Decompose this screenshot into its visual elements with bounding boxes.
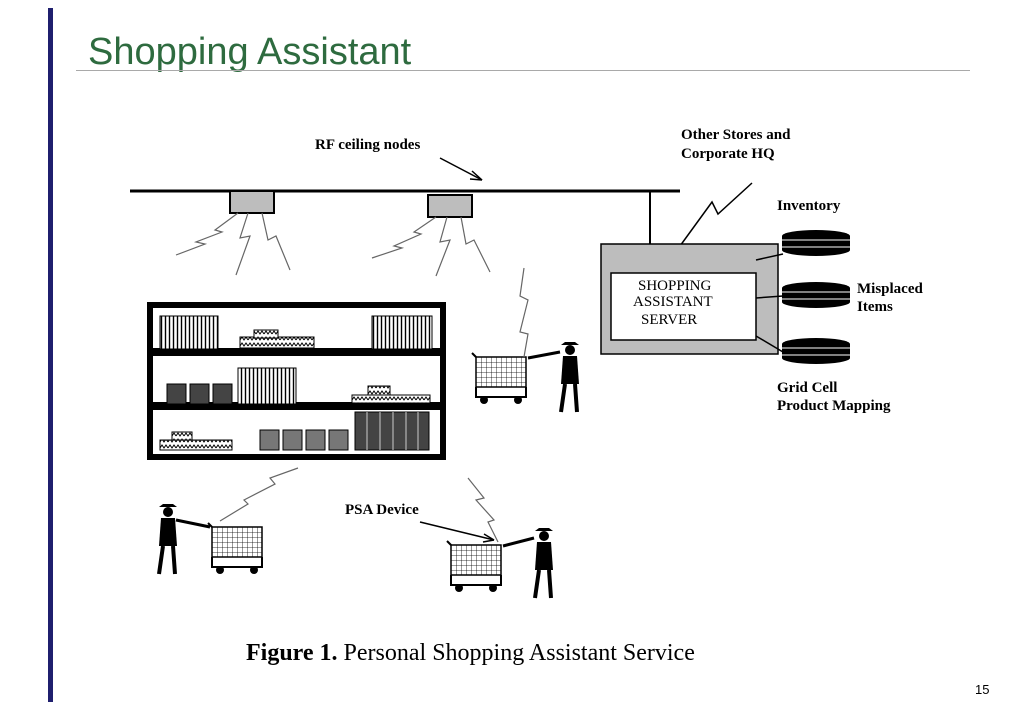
server-label-1: SHOPPING xyxy=(638,278,712,294)
label-inventory: Inventory xyxy=(777,198,841,214)
label-other-stores-1: Other Stores and xyxy=(681,127,791,143)
inventory-db-icon xyxy=(781,229,851,257)
db-link-grid xyxy=(755,335,784,353)
store-shelf xyxy=(147,302,446,460)
label-grid-cell-2: Product Mapping xyxy=(777,398,891,414)
label-misplaced-2: Items xyxy=(857,299,893,315)
rf-node-left xyxy=(175,190,291,276)
server-label-2: ASSISTANT xyxy=(633,294,713,310)
psa-pointer-arrow xyxy=(419,521,495,541)
label-rf-ceiling-nodes: RF ceiling nodes xyxy=(315,137,420,153)
page-number: 15 xyxy=(975,682,990,697)
left-accent-bar xyxy=(48,8,53,702)
db-link-inventory xyxy=(755,253,784,261)
page-title: Shopping Assistant xyxy=(88,31,412,73)
label-misplaced-1: Misplaced xyxy=(857,281,923,297)
shopping-assistant-server: SHOPPING ASSISTANT SERVER xyxy=(600,243,779,355)
figure-caption: Figure 1. Personal Shopping Assistant Se… xyxy=(246,640,695,667)
db-link-misplaced xyxy=(755,295,784,299)
shopper-with-cart-1 xyxy=(471,267,581,414)
label-other-stores-2: Corporate HQ xyxy=(681,146,775,162)
figure-caption-text: Personal Shopping Assistant Service xyxy=(343,640,695,666)
title-divider xyxy=(76,70,970,71)
figure-caption-prefix: Figure 1. xyxy=(246,640,338,666)
label-grid-cell-1: Grid Cell xyxy=(777,380,837,396)
misplaced-items-db-icon xyxy=(781,281,851,309)
grid-cell-db-icon xyxy=(781,337,851,365)
label-psa-device: PSA Device xyxy=(345,502,419,518)
wan-link-bolt xyxy=(679,182,753,247)
shopper-with-cart-2 xyxy=(157,467,299,576)
rf-node-right xyxy=(371,194,491,277)
server-label-3: SERVER xyxy=(641,312,697,328)
rf-pointer-arrow xyxy=(439,157,483,181)
shopper-with-cart-3 xyxy=(446,477,555,600)
